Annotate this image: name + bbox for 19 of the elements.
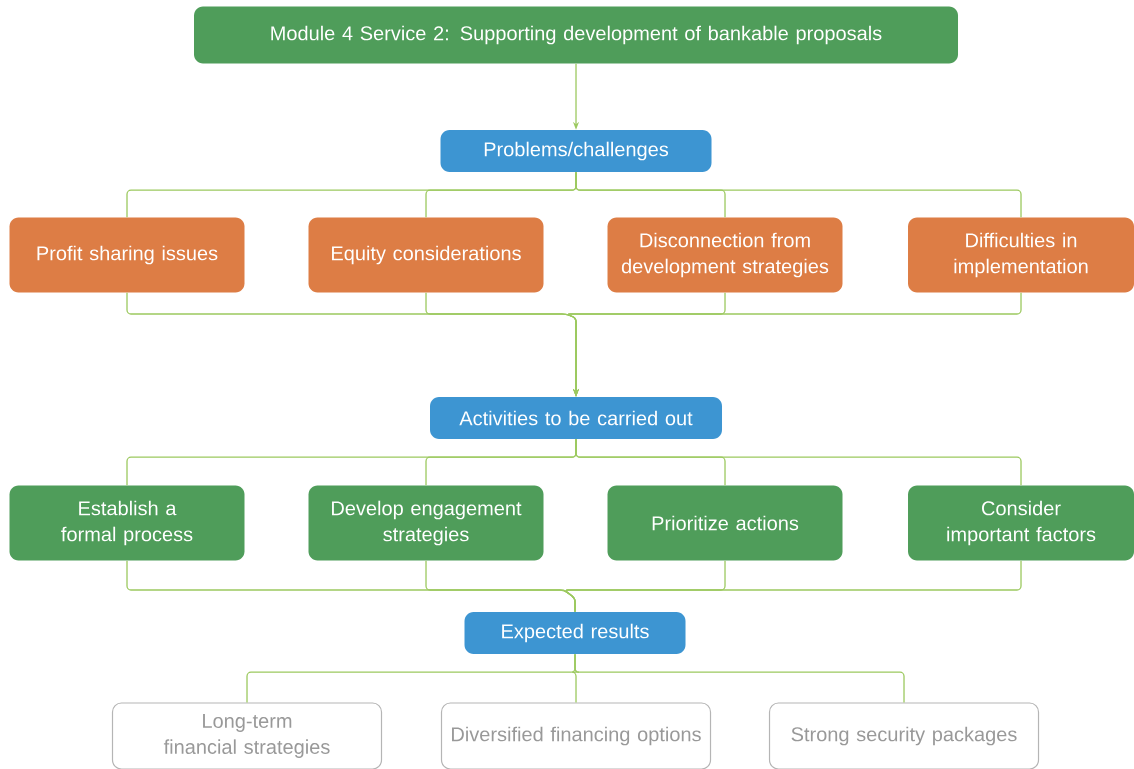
connector	[575, 171, 1022, 218]
problem-box: Difficulties in implementation	[908, 217, 1134, 293]
heading-box: Problems/challenges	[440, 130, 712, 172]
activity-box: Prioritize actions	[607, 485, 843, 561]
result-box: Diversified financing options	[440, 702, 712, 769]
activity-box: Consider important factors	[908, 485, 1134, 561]
problem-box: Disconnection from development strategies	[607, 217, 843, 293]
result-box: Strong security packages	[768, 702, 1040, 769]
connector	[575, 438, 1022, 486]
connector	[574, 653, 905, 704]
heading-box: Activities to be carried out	[430, 397, 722, 439]
problem-box: Equity considerations	[308, 217, 544, 293]
heading-box: Expected results	[464, 612, 686, 654]
problem-box: Profit sharing issues	[9, 217, 245, 293]
connector	[565, 560, 1022, 613]
activity-box: Develop engagement strategies	[308, 485, 544, 561]
activity-box: Establish a formal process	[9, 485, 245, 561]
title-box: Module 4 Service 2: Supporting development of bankable proposals	[194, 6, 958, 64]
result-box: Long-term financial strategies	[111, 702, 383, 769]
